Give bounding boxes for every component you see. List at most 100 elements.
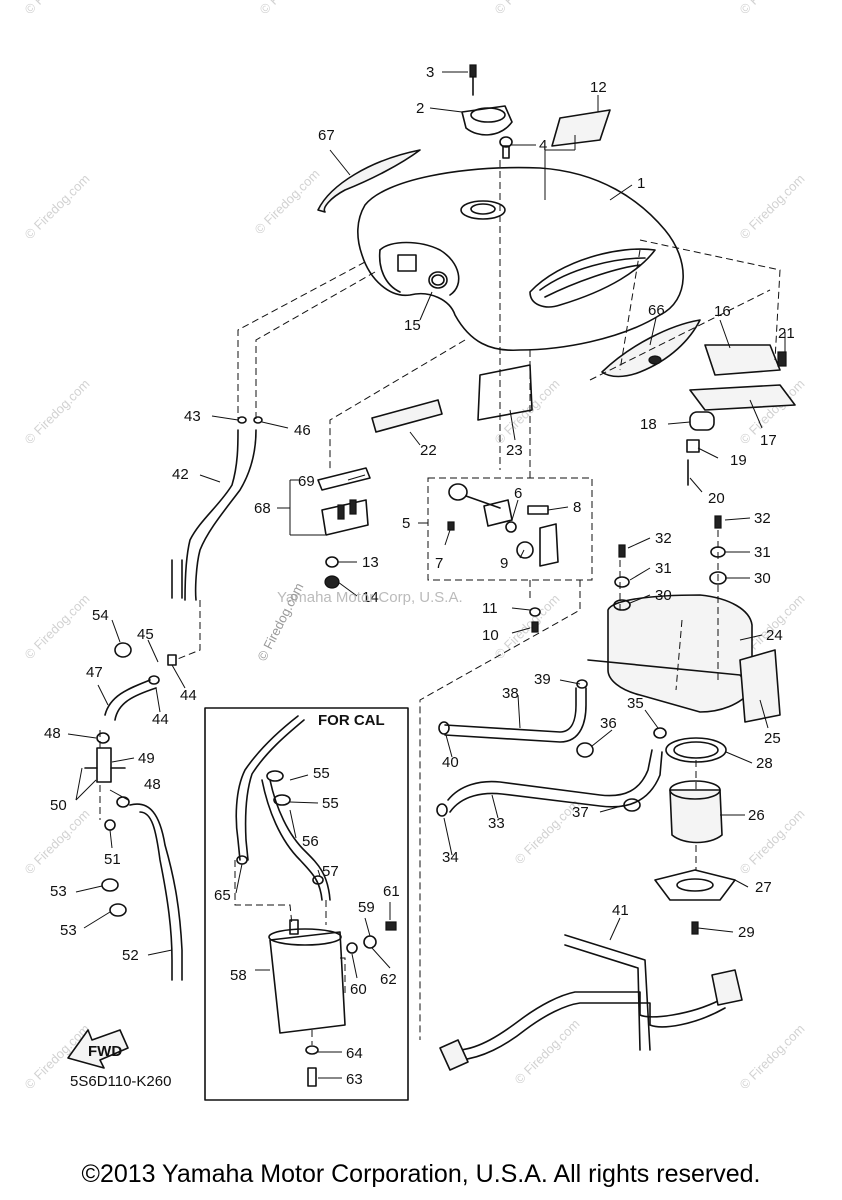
callout-48b: 48 (144, 776, 161, 793)
callout-52: 52 (122, 947, 139, 964)
callout-31: 31 (655, 560, 672, 577)
callout-23: 23 (506, 442, 523, 459)
callout-26: 26 (748, 807, 765, 824)
callout-48: 48 (44, 725, 61, 742)
rear-mount (686, 344, 796, 486)
callout-32b: 32 (754, 510, 771, 527)
hose-33 (447, 749, 653, 801)
callout-55b: 55 (322, 795, 339, 812)
callout-44: 44 (180, 687, 197, 704)
watermark: © Firedog.com (22, 376, 93, 447)
callout-55: 55 (313, 765, 330, 782)
clamp-53b (109, 903, 127, 917)
emblem-screw (648, 355, 662, 365)
callout-4: 4 (539, 137, 547, 154)
callout-9: 9 (500, 555, 508, 572)
part-code: 5S6D110-K260 (70, 1073, 171, 1090)
hose-38 (444, 687, 587, 743)
cal-box-title: FOR CAL (318, 712, 385, 729)
callout-62: 62 (380, 971, 397, 988)
callout-3: 3 (426, 64, 434, 81)
clip-35 (653, 727, 667, 739)
callout-54: 54 (92, 607, 109, 624)
callout-11: 11 (482, 600, 498, 617)
watermark: © Firedog.com (492, 591, 563, 662)
callout-15: 15 (404, 317, 421, 334)
assembly-lines (99, 160, 781, 1045)
hose-47 (104, 679, 151, 716)
callout-29: 29 (738, 924, 755, 941)
hose-52 (139, 811, 173, 981)
wire-harness (439, 934, 743, 1071)
callout-64: 64 (346, 1045, 363, 1062)
clamp-53 (101, 878, 119, 892)
callout-40: 40 (442, 754, 459, 771)
callout-36: 36 (600, 715, 617, 732)
callout-22: 22 (420, 442, 437, 459)
callout-43: 43 (184, 408, 201, 425)
hose-52 (129, 803, 183, 981)
clamp-48 (96, 732, 110, 744)
callout-53b: 53 (60, 922, 77, 939)
clip-36 (576, 742, 594, 758)
callout-18: 18 (640, 416, 657, 433)
callout-37: 37 (572, 804, 589, 821)
watermarks: © Firedog.com © Firedog.com © Firedog.co… (22, 0, 808, 1092)
callout-42: 42 (172, 466, 189, 483)
damper-strip (371, 399, 443, 433)
callout-60: 60 (350, 981, 367, 998)
leaders (67, 71, 786, 1079)
emblem-left (317, 149, 421, 213)
callout-25: 25 (764, 730, 781, 747)
watermark: © Firedog.com (257, 0, 328, 17)
callout-59: 59 (358, 899, 375, 916)
emblem-right (601, 319, 701, 378)
rollover-valve (84, 747, 126, 783)
watermark: © Firedog.com (22, 0, 93, 17)
callout-63: 63 (346, 1071, 363, 1088)
watermark: © Firedog.com (22, 171, 93, 242)
grommet (431, 274, 445, 286)
washer (529, 607, 541, 617)
callout-58: 58 (230, 967, 247, 984)
callout-68: 68 (254, 500, 271, 517)
copyright-notice: ©2013 Yamaha Motor Corporation, U.S.A. A… (81, 1160, 761, 1188)
callout-2: 2 (416, 100, 424, 117)
callout-7: 7 (435, 555, 443, 572)
drain-screw (531, 621, 539, 633)
callout-65: 65 (214, 887, 231, 904)
fuel-cock (447, 483, 559, 567)
callout-33: 33 (488, 815, 505, 832)
watermark: © Firedog.com (492, 0, 563, 17)
callout-66: 66 (648, 302, 665, 319)
callout-28: 28 (756, 755, 773, 772)
fuel-cock-box (427, 477, 593, 581)
callout-34: 34 (442, 849, 459, 866)
watermark: © Firedog.com (737, 171, 808, 242)
callout-31b: 31 (754, 544, 771, 561)
cal-box (204, 707, 409, 1101)
hose-end-34 (436, 803, 448, 817)
clip (253, 416, 263, 424)
clamp-48b (116, 796, 130, 808)
cal-parts (235, 715, 397, 1087)
callout-27: 27 (755, 879, 772, 896)
callout-8: 8 (573, 499, 581, 516)
watermark: © Firedog.com (737, 0, 808, 17)
callout-16: 16 (714, 303, 731, 320)
fwd-label: FWD (88, 1043, 122, 1060)
callout-61: 61 (383, 883, 400, 900)
callout-47: 47 (86, 664, 103, 681)
callout-19: 19 (730, 452, 747, 469)
callout-57: 57 (322, 863, 339, 880)
watermark: © Firedog.com (22, 806, 93, 877)
callout-45: 45 (137, 626, 154, 643)
watermark: © Firedog.com (22, 591, 93, 662)
callout-30: 30 (655, 587, 672, 604)
callout-67: 67 (318, 127, 335, 144)
hose-38 (444, 687, 577, 733)
clip-39 (576, 679, 588, 689)
callout-49: 49 (138, 750, 155, 767)
fuel-pump-assy (587, 515, 781, 935)
callout-30b: 30 (754, 570, 771, 587)
